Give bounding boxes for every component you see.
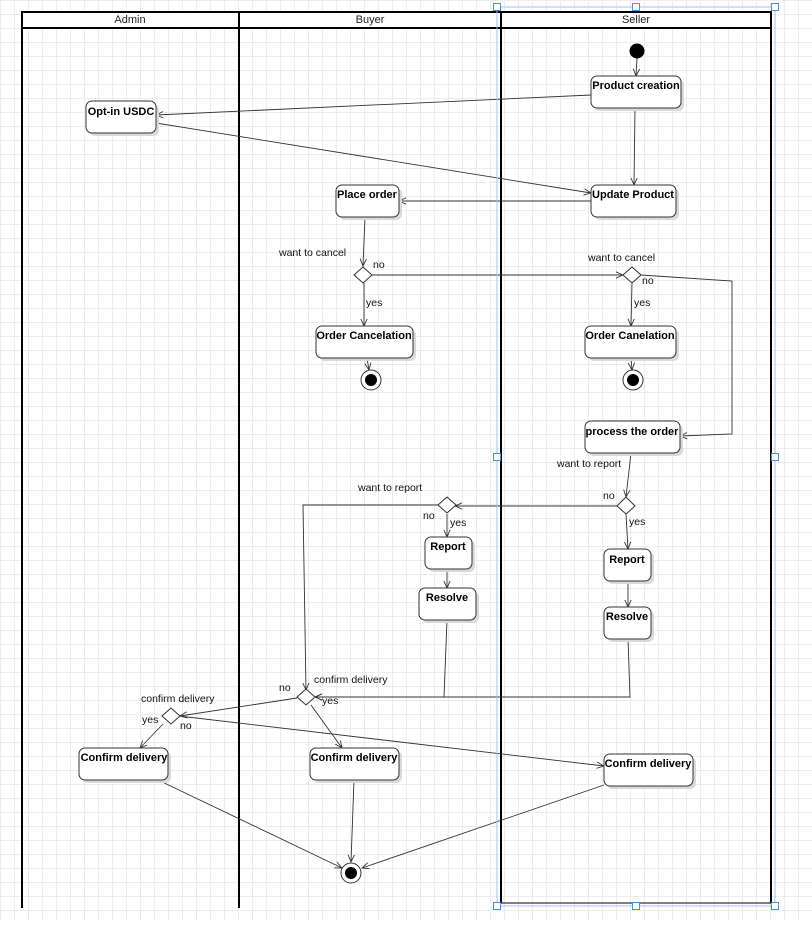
edge-buyer-resolve-to-confirm[interactable] <box>315 619 448 697</box>
node-label: Confirm delivery <box>605 758 693 770</box>
resize-handle-bottom[interactable] <box>632 902 640 910</box>
node-label: Opt-in USDC <box>88 106 155 118</box>
node-report-seller[interactable]: Report <box>603 548 654 584</box>
node-place-order[interactable]: Place order <box>335 184 402 220</box>
label-want-to-report-buyer: want to report <box>357 482 422 494</box>
edge-labels: want to cancel no yes want to cancel no … <box>141 247 655 732</box>
label-no-buyer-report: no <box>423 510 435 522</box>
node-order-cancelation-buyer[interactable]: Order Cancelation <box>315 325 416 361</box>
node-label: Place order <box>337 189 398 201</box>
resize-handle-top-left[interactable] <box>493 3 501 11</box>
edge-buyer-delivery-to-end[interactable] <box>351 779 354 862</box>
final-node-seller-cancel[interactable] <box>622 369 644 391</box>
decision-seller-report[interactable] <box>616 496 636 515</box>
node-order-canelation-seller[interactable]: Order Canelation <box>584 325 679 361</box>
label-no-buyer-cancel: no <box>373 259 385 271</box>
edge-start-to-product-creation[interactable] <box>636 57 637 76</box>
node-resolve-seller[interactable]: Resolve <box>603 606 654 642</box>
action-nodes: Product creation Opt-in USDC Update Prod… <box>78 75 696 789</box>
label-want-to-cancel-seller: want to cancel <box>587 252 655 264</box>
label-yes-seller-report: yes <box>629 516 645 528</box>
label-confirm-delivery-buyer: confirm delivery <box>314 674 388 686</box>
edge-place-order-to-decision[interactable] <box>363 216 365 266</box>
lane-title-admin[interactable]: Admin <box>114 14 145 26</box>
node-update-product[interactable]: Update Product <box>590 184 679 220</box>
node-confirm-delivery-buyer[interactable]: Confirm delivery <box>309 747 402 783</box>
node-label: Product creation <box>592 80 680 92</box>
edge-seller-cancel-no[interactable] <box>640 274 733 436</box>
decision-buyer-report[interactable] <box>437 496 457 514</box>
label-yes-buyer-report: yes <box>450 517 466 529</box>
label-no-seller-cancel: no <box>642 275 654 287</box>
label-yes-buyer-confirm: yes <box>322 695 338 707</box>
resize-handle-left[interactable] <box>493 453 501 461</box>
lane-title-buyer[interactable]: Buyer <box>356 14 385 26</box>
label-want-to-cancel-buyer: want to cancel <box>278 247 346 259</box>
edges <box>140 57 733 868</box>
node-label: process the order <box>586 426 680 438</box>
node-process-the-order[interactable]: process the order <box>584 420 683 456</box>
label-yes-admin-confirm: yes <box>142 714 158 726</box>
label-confirm-delivery-admin: confirm delivery <box>141 693 215 705</box>
selection-frame <box>493 3 779 910</box>
edge-buyer-report-no[interactable] <box>303 504 438 690</box>
node-label: Resolve <box>426 592 468 604</box>
decision-buyer-cancel[interactable] <box>353 266 373 284</box>
node-label: Report <box>609 554 645 566</box>
node-label: Update Product <box>592 189 674 201</box>
final-node-delivery[interactable] <box>340 862 362 884</box>
edge-buyer-confirm-no[interactable] <box>180 697 298 716</box>
decision-seller-cancel[interactable] <box>622 266 642 284</box>
label-yes-buyer-cancel: yes <box>366 297 382 309</box>
resize-handle-bottom-right[interactable] <box>771 902 779 910</box>
edge-process-to-report-decision[interactable] <box>626 452 632 497</box>
edge-admin-confirm-no[interactable] <box>178 715 604 766</box>
edge-product-creation-to-update[interactable] <box>634 107 635 185</box>
node-opt-in-usdc[interactable]: Opt-in USDC <box>85 100 159 136</box>
initial-node[interactable] <box>629 43 645 59</box>
edge-admin-confirm-yes[interactable] <box>140 723 164 748</box>
node-label: Confirm delivery <box>81 752 169 764</box>
node-confirm-delivery-admin[interactable]: Confirm delivery <box>78 747 171 783</box>
edge-seller-report-yes[interactable] <box>626 513 628 549</box>
node-resolve-buyer[interactable]: Resolve <box>418 587 479 623</box>
edge-seller-resolve-to-confirm[interactable] <box>315 638 631 697</box>
final-node-buyer-cancel[interactable] <box>360 369 382 391</box>
edge-buyer-confirm-yes[interactable] <box>310 704 342 748</box>
edge-seller-cancel-yes[interactable] <box>631 282 632 326</box>
label-no-buyer-confirm: no <box>279 682 291 694</box>
node-product-creation[interactable]: Product creation <box>590 75 684 111</box>
node-confirm-delivery-seller[interactable]: Confirm delivery <box>603 753 696 789</box>
edge-admin-delivery-to-end[interactable] <box>157 779 342 868</box>
label-want-to-report-seller: want to report <box>556 458 621 470</box>
terminal-nodes <box>340 43 645 884</box>
node-label: Order Cancelation <box>316 330 412 342</box>
edge-product-creation-to-opt-in[interactable] <box>156 94 592 115</box>
label-no-admin-confirm: no <box>180 720 192 732</box>
node-label: Order Canelation <box>585 330 675 342</box>
node-label: Report <box>430 541 466 553</box>
node-label: Confirm delivery <box>311 752 399 764</box>
node-label: Resolve <box>606 611 648 623</box>
decision-admin-confirm[interactable] <box>161 707 181 725</box>
node-report-buyer[interactable]: Report <box>424 536 475 572</box>
label-no-seller-report: no <box>603 490 615 502</box>
resize-handle-top[interactable] <box>632 3 640 11</box>
resize-handle-bottom-left[interactable] <box>493 902 501 910</box>
decision-buyer-confirm[interactable] <box>296 688 316 706</box>
decision-nodes <box>161 266 642 725</box>
label-yes-seller-cancel: yes <box>634 297 650 309</box>
resize-handle-top-right[interactable] <box>771 3 779 11</box>
edge-opt-in-to-update[interactable] <box>155 122 591 193</box>
resize-handle-right[interactable] <box>771 453 779 461</box>
lane-title-seller[interactable]: Seller <box>622 14 650 26</box>
edge-seller-delivery-to-end[interactable] <box>362 784 605 868</box>
